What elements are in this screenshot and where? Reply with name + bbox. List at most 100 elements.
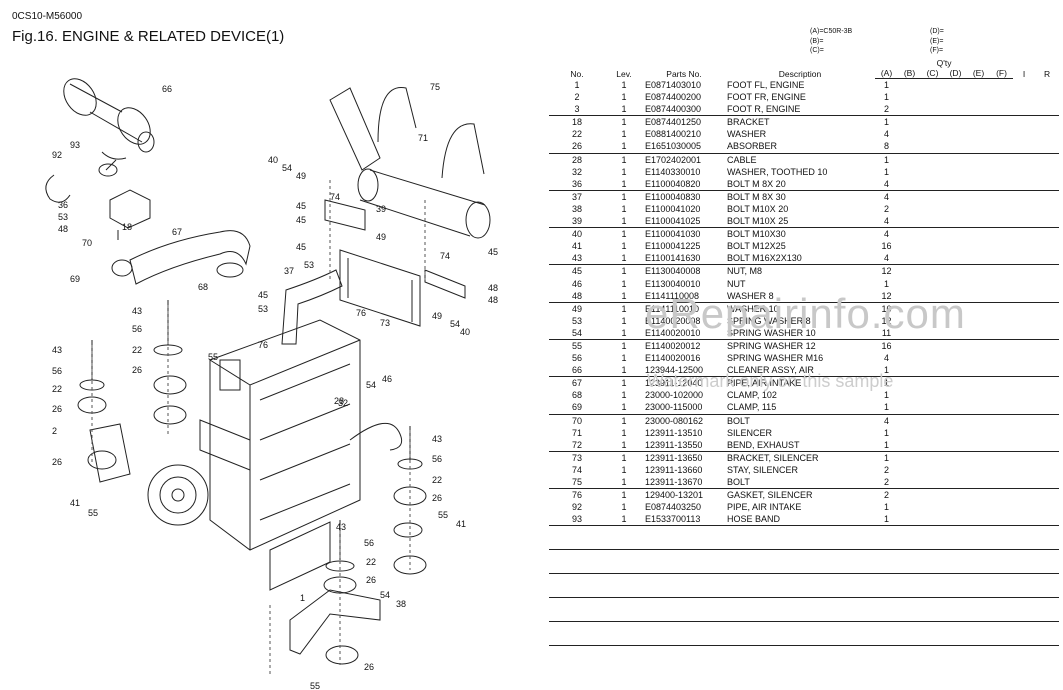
cell-parts-no: E1140020016 (645, 353, 701, 364)
cell-parts-no: E1100041225 (645, 241, 701, 252)
cell-no: 38 (571, 203, 582, 214)
callout-number: 55 (438, 510, 448, 520)
cell-empty (1013, 389, 1035, 401)
cell-empty (944, 140, 967, 153)
cell-empty (990, 413, 1014, 427)
cell-no: 2 (574, 92, 580, 103)
cell-qty-a: 1 (875, 450, 898, 464)
cell-parts-no: E0874400200 (645, 92, 702, 103)
cell-qty-a: 1 (875, 376, 898, 390)
cell-empty (1035, 264, 1060, 278)
cell-empty (1013, 215, 1035, 228)
cell-parts-no: E1141110008 (645, 290, 700, 301)
cell-lev: 1 (605, 189, 643, 203)
cell-empty (990, 252, 1013, 265)
callout-number: 43 (52, 345, 62, 355)
cell-empty (921, 413, 944, 427)
cell-empty (1035, 278, 1059, 290)
cell-empty (549, 549, 1060, 574)
cell-empty (944, 450, 967, 464)
callout-number: 26 (132, 365, 142, 375)
cell-empty (990, 189, 1014, 203)
cell-empty (944, 301, 967, 315)
cell-empty (1035, 215, 1059, 228)
callout-number: 53 (58, 212, 68, 222)
cell-empty (944, 103, 967, 116)
cell-description: WASHER, TOOTHED 10 (727, 166, 828, 177)
cell-description: NUT (727, 278, 746, 289)
cell-empty (967, 252, 990, 265)
callout-number: 18 (122, 222, 132, 232)
cell-empty (944, 79, 967, 92)
cell-empty (898, 376, 921, 390)
cell-empty (944, 376, 967, 390)
cell-empty (921, 352, 944, 364)
cell-empty (1013, 91, 1035, 103)
callout-number: 55 (208, 352, 218, 362)
cell-empty (967, 327, 990, 340)
cell-parts-no: 23000-080162 (643, 413, 725, 427)
cell-description: ABSORBER (727, 141, 778, 152)
cell-qty-a: 4 (883, 178, 889, 189)
cell-lev: 1 (621, 477, 627, 487)
cell-lev: 1 (621, 253, 627, 264)
cell-empty (921, 338, 944, 353)
cell-empty (898, 278, 921, 290)
cell-empty (898, 476, 921, 489)
cell-empty (967, 301, 990, 315)
cell-no: 22 (571, 129, 582, 140)
callout-number: 67 (172, 227, 182, 237)
cell-description: BOLT (725, 413, 875, 427)
callout-number: 45 (488, 247, 498, 257)
cell-empty (944, 252, 967, 265)
cell-no: 37 (549, 189, 605, 203)
cell-qty-a: 12 (881, 315, 892, 326)
cell-no: 43 (571, 253, 582, 264)
cell-empty (921, 376, 944, 390)
cell-empty (921, 203, 944, 215)
cell-empty (944, 501, 967, 513)
cell-lev: 1 (621, 290, 627, 301)
cell-empty (1035, 501, 1059, 513)
cell-description: NUT, M8 (725, 264, 875, 278)
cell-empty (1013, 103, 1035, 116)
cell-empty (1013, 115, 1036, 129)
cell-description: SPRING WASHER M16 (727, 353, 824, 364)
cell-empty (990, 79, 1013, 92)
cell-qty-a: 1 (875, 152, 898, 166)
callout-number: 26 (366, 575, 376, 585)
cell-empty (921, 215, 944, 228)
cell-empty (1013, 376, 1036, 390)
cell-empty (990, 140, 1013, 153)
callout-number: 45 (296, 201, 306, 211)
cell-parts-no: E1100141630 (645, 253, 701, 264)
cell-empty (990, 103, 1013, 116)
cell-empty (898, 227, 921, 241)
callout-number: 49 (432, 311, 442, 321)
col-header-parts-no: Parts No. (666, 68, 702, 79)
callout-number: 48 (58, 224, 68, 234)
cell-empty (1013, 227, 1036, 241)
cell-description: CABLE (725, 152, 875, 166)
cell-empty (921, 103, 944, 116)
cell-lev: 1 (605, 301, 643, 315)
callout-number: 26 (364, 662, 374, 672)
col-header-i: I (1022, 68, 1026, 79)
cell-empty (967, 413, 990, 427)
cell-description: BRACKET, SILENCER (725, 450, 875, 464)
cell-lev: 1 (621, 315, 627, 326)
cell-empty (990, 91, 1013, 103)
col-header-qty-c: (C) (921, 68, 944, 79)
cell-empty (921, 91, 944, 103)
cell-empty (898, 401, 921, 414)
cell-empty (1013, 315, 1035, 327)
model-legend-left: (A)=C50R-3B (B)= (C)= (810, 27, 852, 56)
cell-no: 40 (549, 227, 605, 241)
cell-empty (1013, 203, 1035, 215)
cell-empty (1013, 413, 1036, 427)
